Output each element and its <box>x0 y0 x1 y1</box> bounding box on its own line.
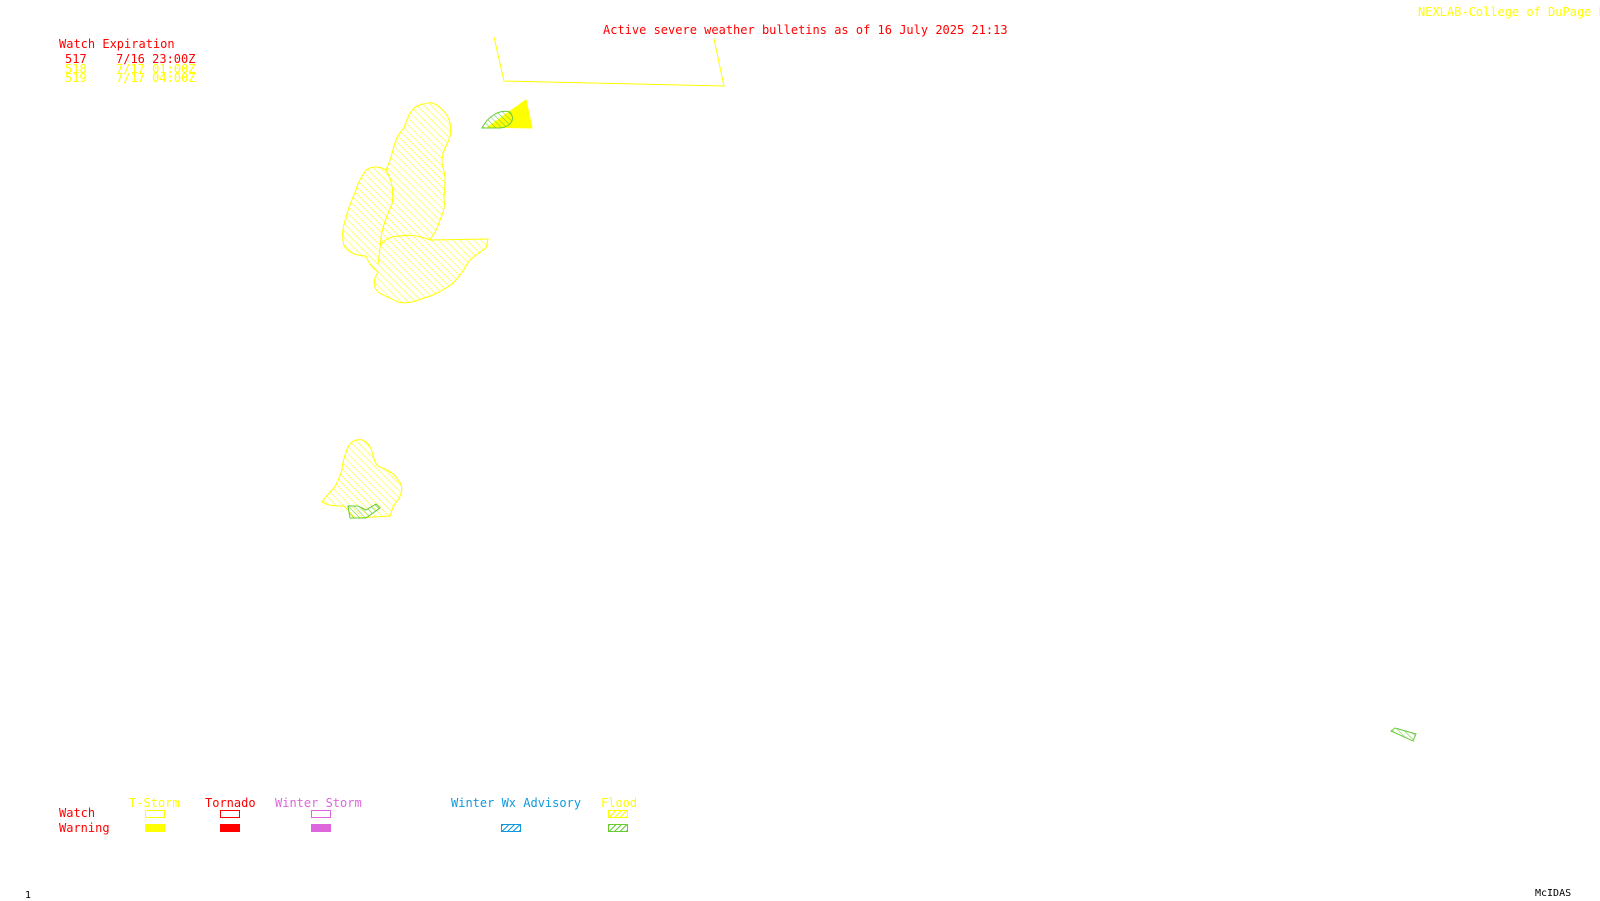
legend-row-watch: Watch <box>59 806 96 820</box>
tornado-watch-swatch <box>220 810 240 818</box>
legend-label-flood: Flood <box>601 796 638 810</box>
tstorm-watch-outline <box>493 36 725 87</box>
tornado-warning-swatch <box>220 824 240 832</box>
winter-storm-warning-swatch <box>311 824 331 832</box>
watch-number: 518 <box>65 62 87 76</box>
legend-label-tstorm: T-Storm <box>129 796 180 810</box>
watch-panel-title: Watch Expiration <box>59 37 175 51</box>
legend-label-winter-storm: Winter Storm <box>275 796 362 810</box>
flood-warning-swatch <box>608 824 628 832</box>
credit-text: NEXLAB-College of DuPage R <box>1418 5 1600 19</box>
watch-number: 517 <box>65 52 87 66</box>
legend-label-tornado: Tornado <box>205 796 256 810</box>
flood-warning-area <box>481 110 513 129</box>
flood-watch-region-north <box>342 102 489 304</box>
winter-storm-watch-swatch <box>311 810 331 818</box>
watch-number: 519 <box>65 71 87 85</box>
flood-watch-inner-boundary <box>377 169 394 265</box>
tstorm-warning-swatch <box>145 824 165 832</box>
watch-expiration-time: 7/17 01:00Z <box>116 62 196 76</box>
bulletin-title: Active severe weather bulletins as of 16… <box>603 23 1008 37</box>
flood-watch-swatch <box>608 810 628 818</box>
watch-expiration-time: 7/16 23:00Z <box>116 52 196 66</box>
software-label: McIDAS <box>1535 888 1572 899</box>
flood-warning-strip-east <box>1390 727 1417 742</box>
flood-watch-region-south <box>321 439 403 519</box>
flood-watch-inner-boundary-2 <box>379 234 431 247</box>
flood-warning-area-south <box>347 503 381 519</box>
legend-label-winter-advisory: Winter Wx Advisory <box>451 796 582 810</box>
winter-advisory-swatch <box>501 824 521 832</box>
frame-number: 1 <box>25 890 32 901</box>
tstorm-watch-swatch <box>145 810 165 818</box>
legend-row-warning: Warning <box>59 821 110 835</box>
watch-expiration-time: 7/17 04:00Z <box>116 71 196 85</box>
